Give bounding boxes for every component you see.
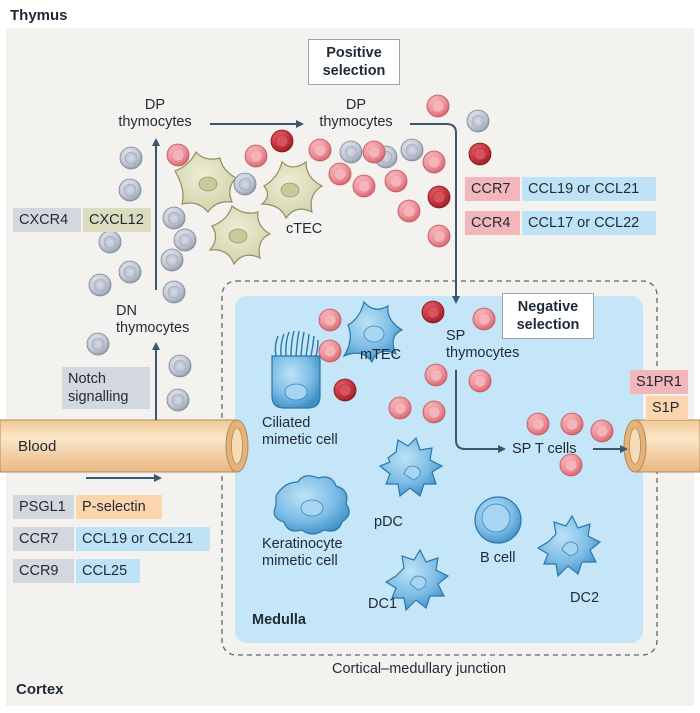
sp-t-cells-label: SP T cells (512, 441, 577, 457)
sp-line1: SP (446, 328, 466, 344)
dn-line1: DN (116, 303, 137, 319)
positive-selection-box: Positive selection (308, 39, 400, 85)
cxcr4-tag: CXCR4 (13, 208, 81, 232)
ccl19-ccl21-tag-blood: CCL19 or CCL21 (76, 527, 210, 551)
thymus-title: Thymus (10, 7, 68, 24)
cortex-label: Cortex (16, 681, 64, 698)
mtec-label: mTEC (360, 347, 402, 363)
notch-line1: Notch (68, 371, 106, 387)
sp-thymocytes-label: SP thymocytes (446, 328, 519, 362)
ctec-label: cTEC (286, 221, 323, 237)
dp1-line1: DP (144, 97, 166, 113)
dc1-label: DC1 (368, 596, 398, 612)
ccl17-ccl22-tag: CCL17 or CCL22 (522, 211, 656, 235)
ciliated-line1: Ciliated (262, 415, 311, 431)
negative-selection-box: Negative selection (502, 293, 594, 339)
medulla-label: Medulla (252, 612, 306, 628)
dp-thymocytes-label-2: DP thymocytes (298, 97, 414, 131)
s1p-tag: S1P (646, 396, 688, 420)
psgl1-tag: PSGL1 (13, 495, 74, 519)
mtec-cell (342, 300, 404, 364)
notch-line2: signalling (68, 389, 129, 405)
ccr7-tag-cortex: CCR7 (465, 177, 520, 201)
ciliated-line2: mimetic cell (262, 432, 338, 448)
keratinocyte-line2: mimetic cell (262, 553, 338, 569)
dn-thymocytes-label: DN thymocytes (116, 303, 189, 337)
dp-thymocytes-label-1: DP thymocytes (95, 97, 215, 131)
sp-line2: thymocytes (446, 345, 520, 361)
ccr9-tag: CCR9 (13, 559, 74, 583)
junction-label: Cortical–medullary junction (332, 661, 507, 677)
p-selectin-tag: P-selectin (76, 495, 162, 519)
ctec-cells (174, 150, 324, 266)
dc1-cell (384, 548, 450, 612)
dp2-line2: thymocytes (319, 114, 393, 130)
blood-label: Blood (18, 438, 57, 455)
s1pr1-tag: S1PR1 (630, 370, 688, 394)
positive-selection-line2: selection (322, 63, 386, 79)
ccr7-tag-blood: CCR7 (13, 527, 74, 551)
ciliated-mimetic-cell (271, 330, 321, 409)
keratinocyte-label: Keratinocyte mimetic cell (262, 536, 343, 570)
dp2-line1: DP (345, 97, 367, 113)
dp1-line2: thymocytes (118, 114, 192, 130)
b-cell (474, 496, 522, 544)
b-cell-label: B cell (480, 550, 516, 566)
keratinocyte-mimetic-cell (273, 475, 350, 535)
ccl25-tag: CCL25 (76, 559, 140, 583)
dc2-label: DC2 (570, 590, 600, 606)
negative-selection-line1: Negative (517, 299, 579, 315)
negative-selection-line2: selection (516, 317, 580, 333)
blood-vessel (0, 419, 700, 473)
dn-line2: thymocytes (116, 320, 190, 336)
notch-signalling-tag: Notch signalling (62, 367, 150, 409)
cxcl12-tag: CXCL12 (83, 208, 151, 232)
pdc-label: pDC (374, 514, 404, 530)
ccl19-ccl21-tag-cortex: CCL19 or CCL21 (522, 177, 656, 201)
dc2-cell (536, 514, 602, 578)
pdc-cell (378, 436, 444, 498)
positive-selection-line1: Positive (326, 45, 382, 61)
keratinocyte-line1: Keratinocyte (262, 536, 343, 552)
ciliated-label: Ciliated mimetic cell (262, 415, 338, 449)
ccr4-tag: CCR4 (465, 211, 520, 235)
